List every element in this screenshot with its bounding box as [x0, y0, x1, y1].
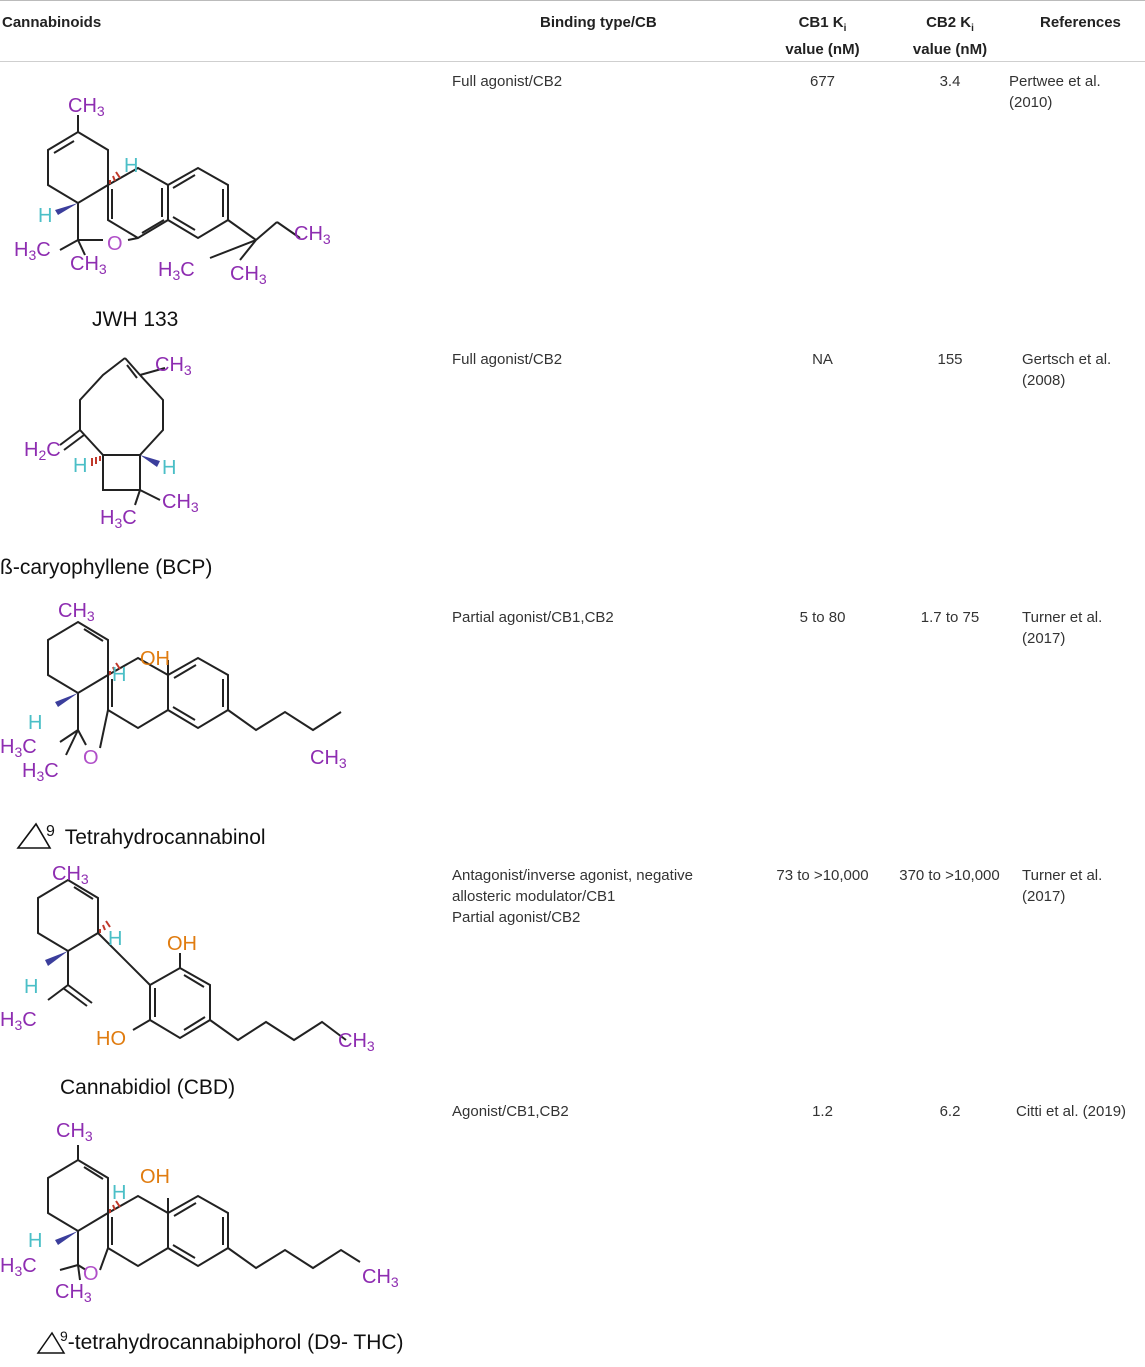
svg-text:H: H: [24, 976, 38, 998]
binding-type: Full agonist/CB2: [452, 73, 563, 90]
binding-type: Agonist/CB1,CB2: [452, 1103, 569, 1120]
header-cb2-ki: CB2 Ki value (nM): [912, 14, 988, 58]
svg-text:H: H: [112, 1182, 126, 1204]
svg-text:CH3: CH3: [230, 263, 267, 287]
svg-text:H: H: [108, 928, 122, 950]
structure-thcp: CH3 OH H H H3C O CH3 CH3: [0, 1120, 399, 1305]
cb2-ki-value: 155: [937, 351, 963, 368]
structure-jwh133: CH3 H H O H3C CH3 H3C CH3 CH3: [14, 95, 331, 287]
delta-triangle-icon: [16, 822, 52, 849]
cannabinoid-name: Cannabidiol (CBD): [60, 1076, 236, 1099]
svg-text:CH3: CH3: [155, 354, 192, 378]
table-header: Cannabinoids Binding type/CB CB1 Ki valu…: [0, 0, 1145, 62]
svg-text:CH3: CH3: [362, 1266, 399, 1290]
cannabinoid-name: 9-tetrahydrocannabiphorol (D9- THC): [36, 1328, 404, 1355]
reference: Pertwee et al.(2010): [1009, 73, 1101, 111]
cb1-ki-value: 677: [809, 73, 836, 90]
cb2-ki-value: 1.7 to 75: [920, 609, 980, 626]
header-references: References: [1040, 14, 1121, 31]
svg-text:OH: OH: [140, 648, 170, 670]
reference: Gertsch et al.(2008): [1022, 351, 1112, 389]
cb2-ki-value: 370 to >10,000: [899, 867, 1000, 884]
cb1-ki-value: 1.2: [812, 1103, 833, 1120]
header-cannabinoids: Cannabinoids: [2, 14, 102, 31]
svg-text:H3C: H3C: [0, 1009, 37, 1033]
delta-triangle-icon: [36, 1331, 66, 1354]
svg-text:O: O: [107, 233, 123, 255]
structure-cbd: CH3 H OH H H3C HO CH3: [0, 863, 375, 1054]
cb2-ki-value: 3.4: [939, 73, 961, 90]
svg-text:CH3: CH3: [294, 223, 331, 247]
svg-text:H: H: [162, 457, 176, 479]
svg-text:H: H: [28, 1230, 42, 1252]
header-cb1-ki: CB1 Ki value (nM): [785, 14, 860, 58]
svg-text:H3C: H3C: [22, 760, 59, 784]
binding-type: Partial agonist/CB1,CB2: [452, 609, 614, 626]
svg-text:H3C: H3C: [158, 259, 195, 283]
header-binding-type: Binding type/CB: [540, 14, 657, 31]
svg-text:CH3: CH3: [55, 1281, 92, 1305]
svg-text:H3C: H3C: [100, 507, 137, 531]
binding-type: Full agonist/CB2: [452, 351, 563, 368]
svg-text:CH3: CH3: [68, 95, 105, 119]
svg-text:CH3: CH3: [310, 747, 347, 771]
structure-bcp: CH3 H2C H H CH3 H3C: [24, 354, 199, 531]
svg-text:CH3: CH3: [56, 1120, 93, 1144]
reference: Turner et al.(2017): [1022, 609, 1103, 647]
svg-text:H: H: [38, 205, 52, 227]
cb1-ki-value: NA: [812, 351, 833, 368]
svg-text:CH3: CH3: [162, 491, 199, 515]
structure-thc: CH3 OH H H H3C H3C O CH3: [0, 600, 347, 784]
svg-text:H: H: [124, 155, 138, 177]
cb1-ki-value: 5 to 80: [799, 609, 846, 626]
svg-text:O: O: [83, 1263, 99, 1285]
cb1-ki-value: 73 to >10,000: [776, 867, 869, 884]
cannabinoid-name: 9 Tetrahydrocannabinol: [16, 818, 266, 850]
svg-text:H: H: [73, 455, 87, 477]
svg-text:OH: OH: [140, 1166, 170, 1188]
svg-text:OH: OH: [167, 933, 197, 955]
reference: Turner et al.(2017): [1022, 867, 1103, 905]
svg-text:CH3: CH3: [70, 253, 107, 277]
svg-text:O: O: [83, 747, 99, 769]
svg-text:CH3: CH3: [58, 600, 95, 624]
reference: Citti et al. (2019): [1016, 1103, 1127, 1120]
svg-text:H3C: H3C: [0, 1255, 37, 1279]
svg-text:H3C: H3C: [0, 736, 37, 760]
svg-text:H: H: [28, 712, 42, 734]
cb2-ki-value: 6.2: [939, 1103, 961, 1120]
svg-text:H: H: [112, 664, 126, 686]
svg-text:CH3: CH3: [52, 863, 89, 887]
svg-text:H3C: H3C: [14, 239, 51, 263]
cannabinoid-name: ß-caryophyllene (BCP): [0, 556, 213, 579]
cannabinoid-name: JWH 133: [92, 308, 179, 331]
svg-text:CH3: CH3: [338, 1030, 375, 1054]
svg-text:H2C: H2C: [24, 439, 61, 463]
svg-text:HO: HO: [96, 1028, 126, 1050]
